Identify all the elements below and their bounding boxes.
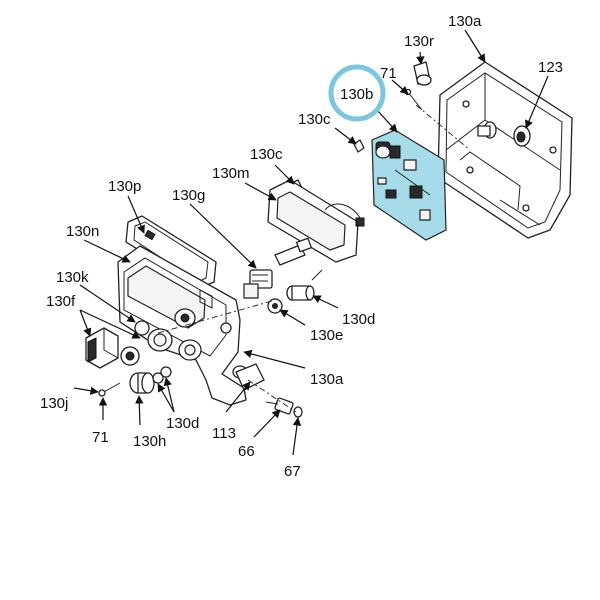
callout-123: 123 <box>538 59 563 76</box>
callout-130f: 130f <box>46 293 76 310</box>
connector-parts <box>274 237 312 266</box>
clip-130c-upper <box>353 139 365 153</box>
callout-71-bottom: 71 <box>92 429 109 446</box>
front-panel-130a <box>117 245 248 406</box>
display-module-130m <box>267 179 365 263</box>
rocker-switch-130f <box>85 327 119 369</box>
knob-130d-right <box>286 269 323 301</box>
callout-130p: 130p <box>108 178 141 195</box>
callout-66: 66 <box>238 443 255 460</box>
back-enclosure <box>437 61 573 239</box>
front-bezel-130p <box>125 215 217 289</box>
alignment-lines <box>157 104 471 413</box>
callout-130g: 130g <box>172 187 205 204</box>
callout-113: 113 <box>212 425 236 442</box>
callout-130r: 130r <box>404 33 434 50</box>
circuit-board-130b <box>371 129 447 241</box>
fitting-66 <box>265 397 294 415</box>
knob-130h <box>129 372 155 394</box>
washer-130e <box>267 298 283 314</box>
callout-67: 67 <box>284 463 301 480</box>
leader-lines <box>73 29 549 456</box>
callout-130m: 130m <box>212 165 250 182</box>
callout-130j: 130j <box>40 395 68 412</box>
nut-130d-bottom <box>152 366 172 384</box>
callout-130a-bottom: 130a <box>310 371 344 388</box>
callout-130n: 130n <box>66 223 99 240</box>
callout-130h: 130h <box>133 433 166 450</box>
toggle-switch-130g <box>243 269 273 299</box>
callout-130k: 130k <box>56 269 89 286</box>
callout-130b: 130b <box>340 86 373 103</box>
callout-71-top: 71 <box>380 65 397 82</box>
callout-130c-lower: 130c <box>250 146 283 163</box>
callout-labels: 130a 130r 71 123 130b 130c 130c 130m 130… <box>40 13 563 480</box>
cap-67 <box>293 406 303 418</box>
callout-130d-right: 130d <box>342 311 375 328</box>
bumper-130r <box>413 61 432 86</box>
callout-130e: 130e <box>310 327 343 344</box>
highlight-ring-130b <box>328 64 386 122</box>
screw-130j <box>98 382 121 397</box>
callout-130d-bottom: 130d <box>166 415 199 432</box>
callout-130a-top: 130a <box>448 13 482 30</box>
knob-130k <box>120 346 140 366</box>
callout-130c-upper: 130c <box>298 111 331 128</box>
screw-71-top <box>404 88 423 111</box>
